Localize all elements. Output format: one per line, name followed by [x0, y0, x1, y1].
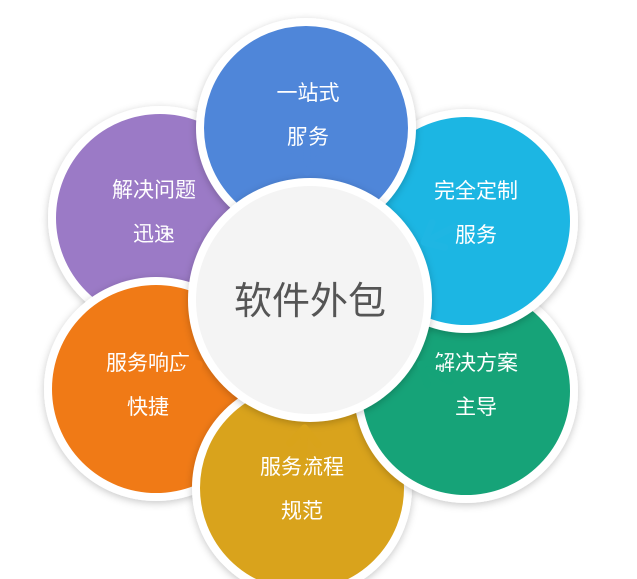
- arrow-head-bottom-right: [417, 356, 445, 389]
- petal-label-top-right-1: 服务: [455, 223, 497, 247]
- petal-label-bottom-1: 规范: [281, 499, 323, 523]
- petal-label-top-left-0: 解决问题: [112, 178, 196, 202]
- arrow-head-top-right: [420, 218, 449, 251]
- arrow-head-top-left: [173, 215, 202, 247]
- arrow-shaft-top-left: [164, 218, 196, 240]
- arrow-shaft-top: [302, 134, 311, 170]
- arrow-bottom-right: [417, 356, 454, 389]
- arrow-shaft-top-right: [426, 223, 459, 243]
- center-circle: [188, 178, 432, 422]
- arrow-head-bottom: [286, 424, 322, 448]
- arrow-shaft-bottom: [299, 430, 308, 466]
- arrow-top-right: [420, 218, 459, 251]
- arrow-top-left: [164, 215, 202, 247]
- arrow-top: [289, 134, 325, 176]
- center-label: 软件外包: [234, 279, 386, 323]
- arrow-bottom-left: [166, 356, 203, 388]
- petal-label-bottom-left-0: 服务响应: [106, 351, 190, 375]
- arrow-bottom: [286, 424, 322, 466]
- arrow-shaft-bottom-right: [422, 364, 454, 386]
- petal-label-top-0: 一站式: [277, 81, 340, 105]
- arrow-head-top: [289, 152, 325, 176]
- center-hub: 软件外包: [188, 178, 432, 422]
- petal-label-bottom-right-1: 主导: [455, 395, 497, 419]
- petal-label-bottom-right-0: 解决方案: [434, 351, 518, 375]
- arrow-shaft-bottom-left: [166, 363, 198, 385]
- petal-label-bottom-left-1: 快捷: [127, 395, 169, 419]
- arrows: [164, 134, 459, 466]
- petal-label-top-right-0: 完全定制: [434, 179, 518, 203]
- arrow-head-bottom-left: [174, 356, 203, 388]
